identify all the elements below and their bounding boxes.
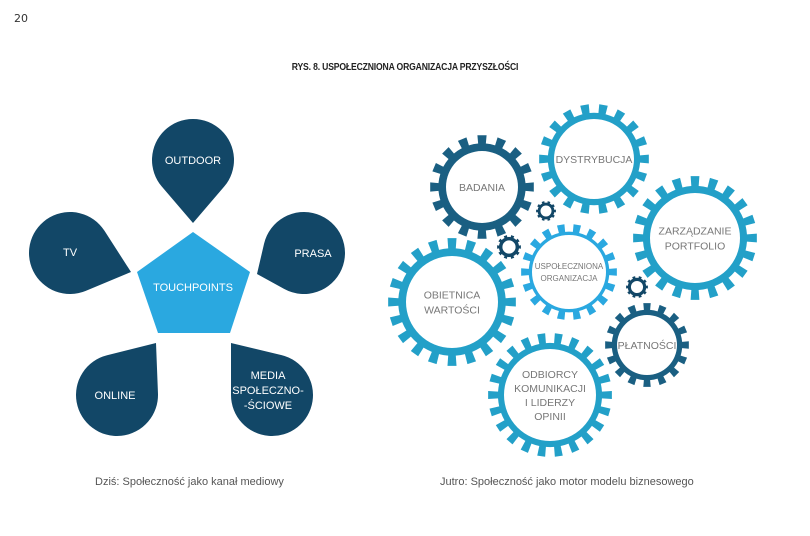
gear-label-obietnica: WARTOŚCI	[424, 303, 480, 316]
left-caption: Dziś: Społeczność jako kanał mediowy	[95, 476, 284, 488]
gear-label-badania: BADANIA	[459, 182, 505, 194]
small-gear-icon	[626, 276, 648, 298]
petal-outdoor	[151, 118, 235, 223]
petal-label-outdoor: OUTDOOR	[165, 155, 221, 167]
gear-label-obietnica: OBIETNICA	[424, 289, 481, 301]
gear-obietnica	[388, 238, 516, 366]
gear-label-odbiorcy: I LIDERZY	[525, 397, 575, 409]
gear-uspoleczniona	[521, 224, 617, 320]
gear-label-uspoleczniona: USPOŁECZNIONA	[535, 262, 604, 271]
gear-label-uspoleczniona: ORGANIZACJA	[541, 274, 599, 283]
touchpoints-pentagon	[137, 232, 250, 333]
gear-badania	[430, 135, 534, 239]
gear-zarzadzanie	[633, 176, 757, 300]
petal-label-media: -ŚCIOWE	[244, 399, 292, 412]
gear-label-platnosci: PŁATNOŚCI	[618, 339, 677, 352]
gear-label-zarzadzanie: ZARZĄDZANIE	[659, 225, 732, 237]
petal-label-online: ONLINE	[95, 390, 136, 402]
petal-prasa	[257, 211, 345, 294]
figure-title: RYS. 8. USPOŁECZNIONA ORGANIZACJA PRZYSZ…	[291, 61, 519, 73]
gear-label-odbiorcy: ODBIORCY	[522, 369, 578, 381]
gear-label-odbiorcy: KOMUNIKACJI	[514, 383, 586, 395]
petal-online	[75, 343, 158, 436]
gear-odbiorcy	[488, 333, 612, 457]
right-caption: Jutro: Społeczność jako motor modelu biz…	[440, 476, 694, 488]
petal-label-prasa: PRASA	[294, 248, 332, 260]
petal-tv	[29, 212, 131, 294]
gear-label-odbiorcy: OPINII	[534, 411, 566, 423]
petal-label-media: MEDIA	[251, 370, 287, 382]
small-gear-icon	[536, 201, 556, 221]
petal-media	[231, 343, 313, 437]
page-number: 20	[14, 12, 28, 25]
gear-label-dystrybucja: DYSTRYBUCJA	[556, 154, 633, 166]
touchpoints-label: TOUCHPOINTS	[153, 282, 233, 294]
gear-label-zarzadzanie: PORTFOLIO	[665, 240, 725, 252]
petal-label-tv: TV	[63, 247, 78, 259]
petal-label-media: SPOŁECZNO-	[232, 385, 304, 397]
small-gear-icon	[497, 235, 521, 259]
